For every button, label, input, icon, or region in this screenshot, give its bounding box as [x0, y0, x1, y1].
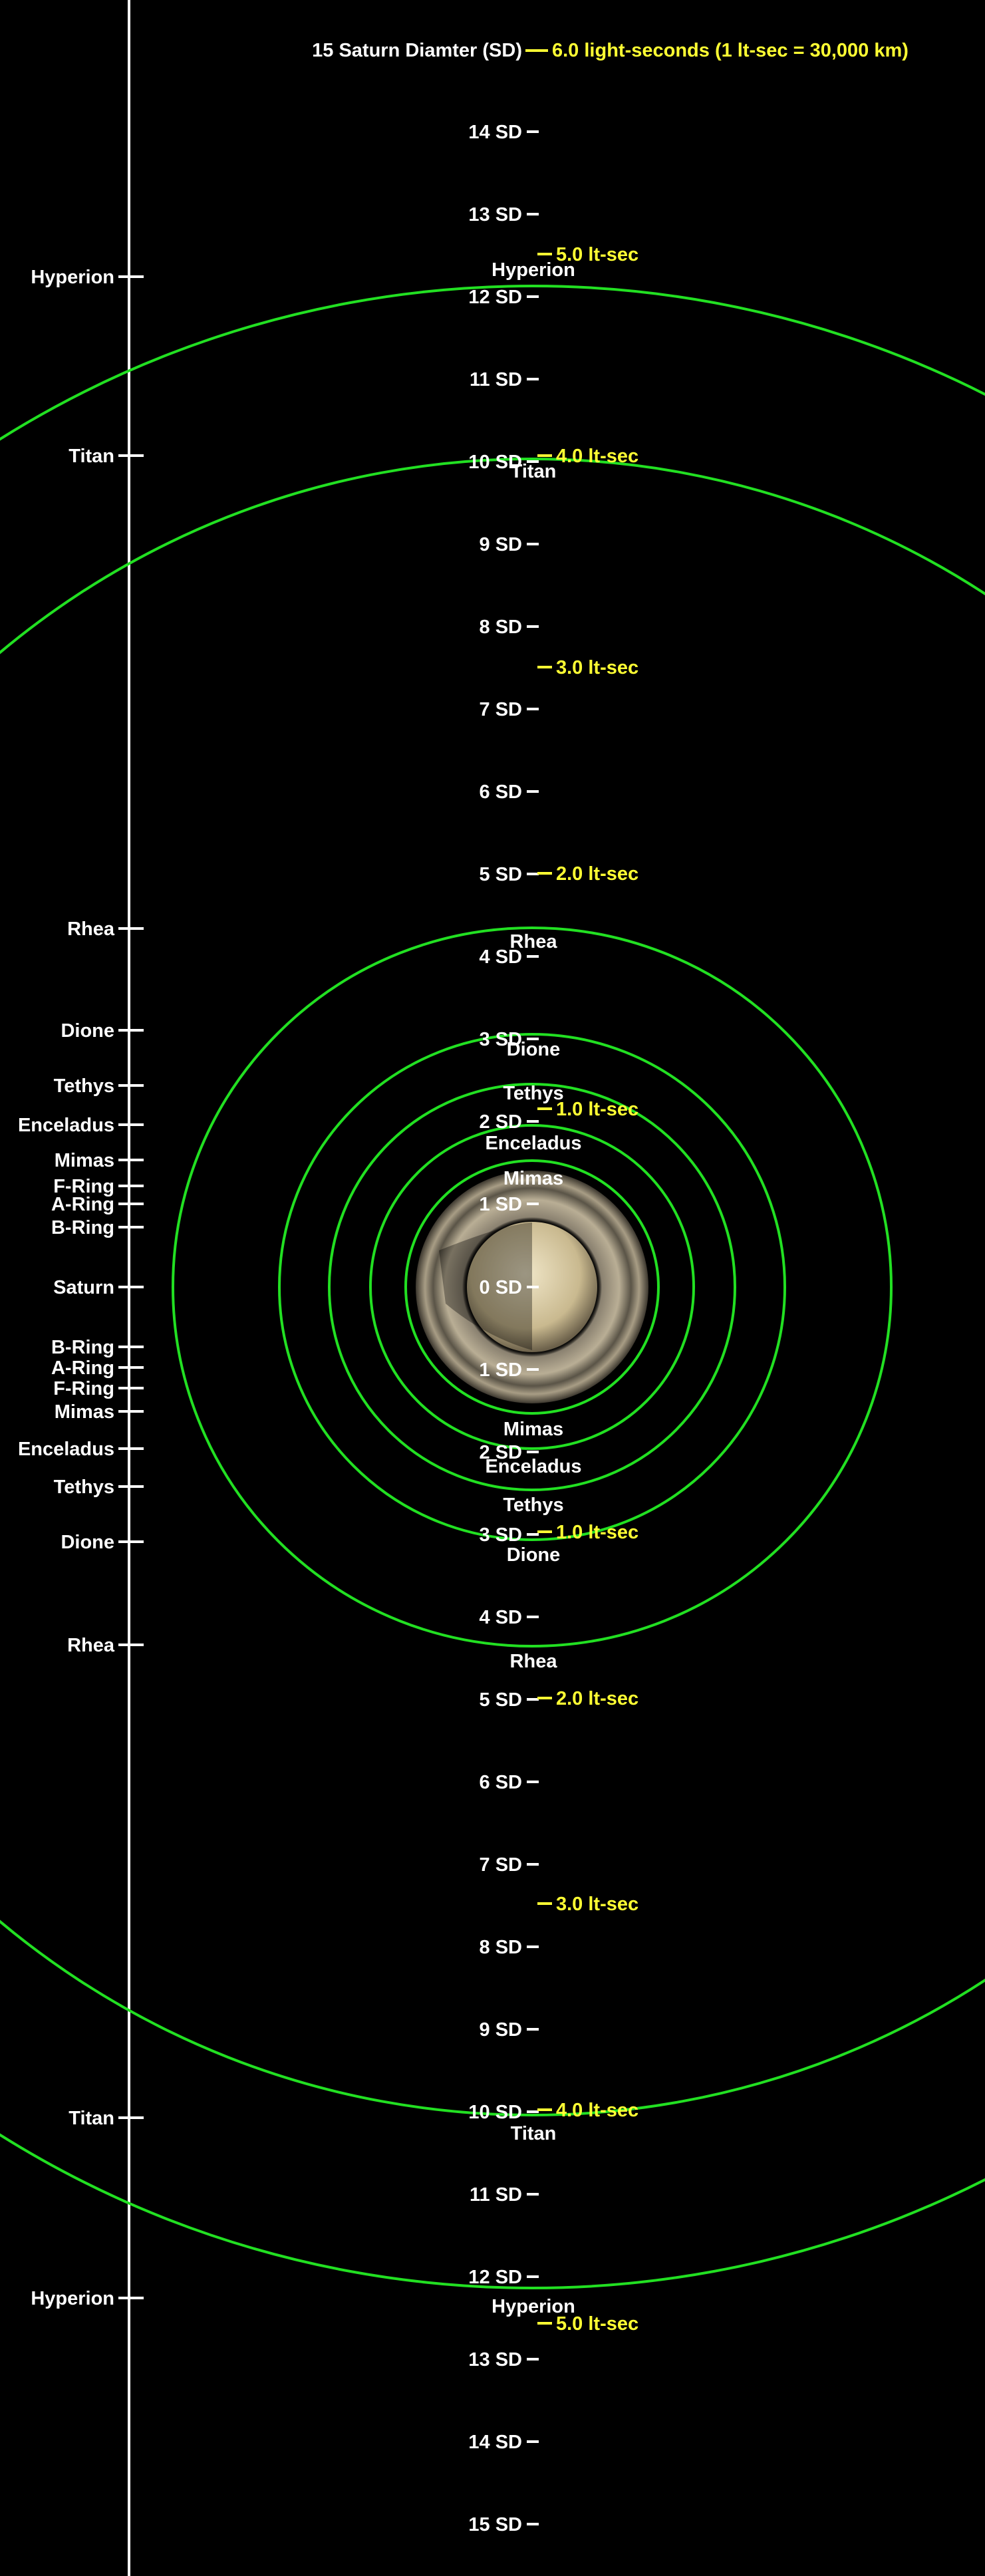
sd-label: 9 SD: [480, 534, 522, 555]
axis-label: B-Ring: [51, 1217, 114, 1238]
sd-label: 14 SD: [468, 2432, 522, 2453]
orbit-label: Tethys: [503, 1495, 563, 1516]
sd-label: 3 SD: [480, 1029, 522, 1050]
sd-label: 3 SD: [480, 1524, 522, 1546]
sd-label: 15 SD: [468, 2514, 522, 2535]
sd-label: 0 SD: [480, 1277, 522, 1298]
sd-label: 12 SD: [468, 2267, 522, 2288]
axis-label: Titan: [69, 446, 114, 467]
orbit-label: Mimas: [503, 1168, 563, 1189]
orbits: [0, 285, 985, 2289]
orbit-label: Dione: [507, 1544, 561, 1566]
orbit-label: Rhea: [510, 931, 558, 952]
sd-label: 11 SD: [470, 2184, 522, 2206]
axis-labels: HyperionTitanRheaDioneTethysEnceladusMim…: [18, 267, 144, 2309]
lightsec-label: 5.0 lt-sec: [556, 244, 638, 265]
header-right: 6.0 light-seconds (1 lt-sec = 30,000 km): [552, 40, 909, 61]
sd-label: 4 SD: [480, 946, 522, 968]
lightsec-label: 1.0 lt-sec: [556, 1522, 638, 1543]
lightsec-label: 5.0 lt-sec: [556, 2313, 638, 2335]
orbit-label: Hyperion: [492, 259, 575, 281]
axis-label: F-Ring: [53, 1378, 114, 1399]
axis-label: Dione: [61, 1532, 114, 1553]
orbit-label: Enceladus: [485, 1456, 581, 1477]
sd-label: 8 SD: [480, 1937, 522, 1958]
axis-label: Enceladus: [18, 1439, 114, 1460]
sd-label: 2 SD: [480, 1442, 522, 1463]
sd-label: 12 SD: [468, 287, 522, 308]
sd-label: 5 SD: [480, 1689, 522, 1711]
orbit-label: Enceladus: [485, 1133, 581, 1154]
orbit-label: Dione: [507, 1039, 561, 1060]
axis-label: Dione: [61, 1020, 114, 1042]
axis-label: Titan: [69, 2108, 114, 2129]
sd-label: 11 SD: [470, 369, 522, 390]
axis-label: Mimas: [55, 1150, 114, 1171]
axis-label: Hyperion: [31, 267, 114, 288]
lightsec-label: 4.0 lt-sec: [556, 446, 638, 467]
orbit-label: Rhea: [510, 1651, 558, 1672]
orbit-label: Tethys: [503, 1083, 563, 1104]
sd-label: 6 SD: [480, 1772, 522, 1793]
lightsec-label: 3.0 lt-sec: [556, 1894, 638, 1915]
lightsec-label: 4.0 lt-sec: [556, 2100, 638, 2121]
axis-label: Saturn: [53, 1277, 114, 1298]
sd-label: 4 SD: [480, 1607, 522, 1628]
orbit-label: Titan: [511, 2123, 557, 2144]
orbit-label: Hyperion: [492, 2296, 575, 2317]
sd-label: 9 SD: [480, 2019, 522, 2041]
hyperion-orbit: [0, 285, 985, 2289]
axis-label: Mimas: [55, 1401, 114, 1423]
sd-label: 10 SD: [468, 452, 522, 473]
sd-label: 2 SD: [480, 1111, 522, 1133]
lightsec-label: 2.0 lt-sec: [556, 863, 638, 885]
axis-label: Enceladus: [18, 1115, 114, 1136]
enceladus-orbit: [369, 1124, 695, 1450]
axis-label: A-Ring: [51, 1358, 114, 1379]
header-left: 15 Saturn Diamter (SD): [312, 40, 522, 61]
titan-orbit: [0, 458, 985, 2116]
sd-label: 14 SD: [468, 122, 522, 143]
sd-label: 8 SD: [480, 617, 522, 638]
lightsec-label: 1.0 lt-sec: [556, 1099, 638, 1120]
axis-label: Rhea: [67, 919, 115, 940]
sd-label: 7 SD: [480, 1854, 522, 1876]
orbit-label: Titan: [511, 461, 557, 482]
sd-label: 5 SD: [480, 864, 522, 885]
axis-label: Rhea: [67, 1635, 115, 1656]
axis-label: F-Ring: [53, 1176, 114, 1197]
axis-label: Tethys: [54, 1075, 114, 1097]
dione-orbit: [278, 1033, 786, 1541]
axis-label: B-Ring: [51, 1337, 114, 1358]
sd-label: 1 SD: [480, 1360, 522, 1381]
rhea-orbit: [172, 927, 893, 1647]
lightsec-scale: 5.0 lt-sec 4.0 lt-sec 3.0 lt-sec 2.0 lt-sec…: [537, 244, 638, 2335]
axis-label: A-Ring: [51, 1194, 114, 1215]
sd-label: 13 SD: [468, 2349, 522, 2370]
axis-label: Tethys: [54, 1477, 114, 1498]
mimas-orbit: [404, 1159, 660, 1415]
orbit-label: Mimas: [503, 1419, 563, 1440]
sd-label: 7 SD: [480, 699, 522, 720]
sd-scale: 14 SD 13 SD 12 SD 11 SD 10 SD 9 SD 8 SD 7 SD 6 S…: [468, 122, 539, 2535]
orbit-labels: HyperionTitanRheaDioneTethysEnceladusMim…: [485, 259, 581, 2317]
tethys-orbit: [328, 1083, 736, 1491]
sd-label: 6 SD: [480, 782, 522, 803]
sd-label: 13 SD: [468, 204, 522, 225]
lightsec-label: 3.0 lt-sec: [556, 657, 638, 678]
axis-label: Hyperion: [31, 2288, 114, 2309]
sd-label: 10 SD: [468, 2102, 522, 2123]
sd-label: 1 SD: [480, 1194, 522, 1215]
lightsec-label: 2.0 lt-sec: [556, 1688, 638, 1709]
